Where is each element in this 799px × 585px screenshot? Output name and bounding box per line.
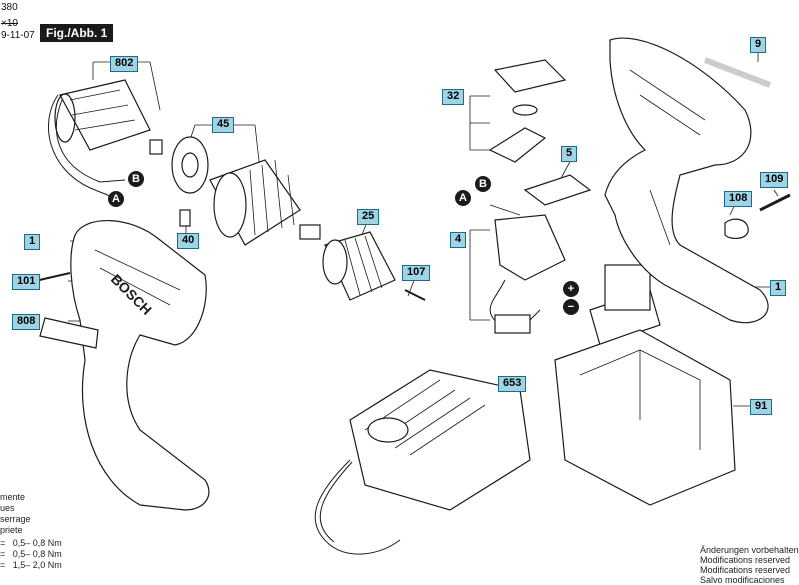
callout-45[interactable]: 45 [212,117,235,133]
torque-value-2: = 0,5– 0,8 Nm [0,549,62,559]
small-parts-32 [488,59,592,206]
battery-91 [554,264,736,506]
callout-653[interactable]: 653 [498,376,527,392]
callout-108[interactable]: 108 [724,191,753,207]
callout-101[interactable]: 101 [12,274,41,290]
footer-line-2: Modifications reserved [700,555,791,565]
gearbox-45 [171,136,321,246]
housing-half-left [34,219,210,511]
doc-number: 380 [1,2,18,13]
torque-value-1: = 0,5– 0,8 Nm [0,538,62,548]
footer-line-3: Modifications reserved [700,565,791,575]
chuck-25 [322,231,426,301]
date-code: 9-11-07 [1,30,35,41]
connector-b-right: B [475,176,491,192]
figure-label: Fig./Abb. 1 [40,24,114,42]
side-note-4: priete [0,525,23,535]
callout-40[interactable]: 40 [177,233,200,249]
side-note-2: ues [0,503,15,513]
callout-1-left[interactable]: 1 [24,234,41,250]
housing-half-right [604,37,791,324]
callout-25[interactable]: 25 [357,209,380,225]
torque-value-3: = 1,5– 2,0 Nm [0,560,62,570]
minus-terminal: − [563,299,579,315]
footer-line-4: Salvo modificaciones [700,575,785,585]
callout-9[interactable]: 9 [750,37,767,53]
callout-91[interactable]: 91 [750,399,773,415]
footer-line-1: Änderungen vorbehalten [700,545,799,555]
plus-terminal: + [563,281,579,297]
motor-802 [47,79,163,201]
callout-5[interactable]: 5 [561,146,578,162]
charger-653 [314,369,531,555]
side-note-1: mente [0,492,26,502]
connector-a-right: A [455,190,471,206]
callout-802[interactable]: 802 [110,56,139,72]
callout-107[interactable]: 107 [402,265,431,281]
callout-4[interactable]: 4 [450,232,467,248]
callout-1-right[interactable]: 1 [770,280,787,296]
connector-a-left: A [108,191,124,207]
crossed-code: ×10 [1,18,18,29]
callout-808[interactable]: 808 [12,314,41,330]
side-note-3: serrage [0,514,31,524]
callout-109[interactable]: 109 [760,172,789,188]
leader-lines [68,52,779,407]
connector-b-left: B [128,171,144,187]
callout-32[interactable]: 32 [442,89,465,105]
switch-module-4 [489,204,566,334]
